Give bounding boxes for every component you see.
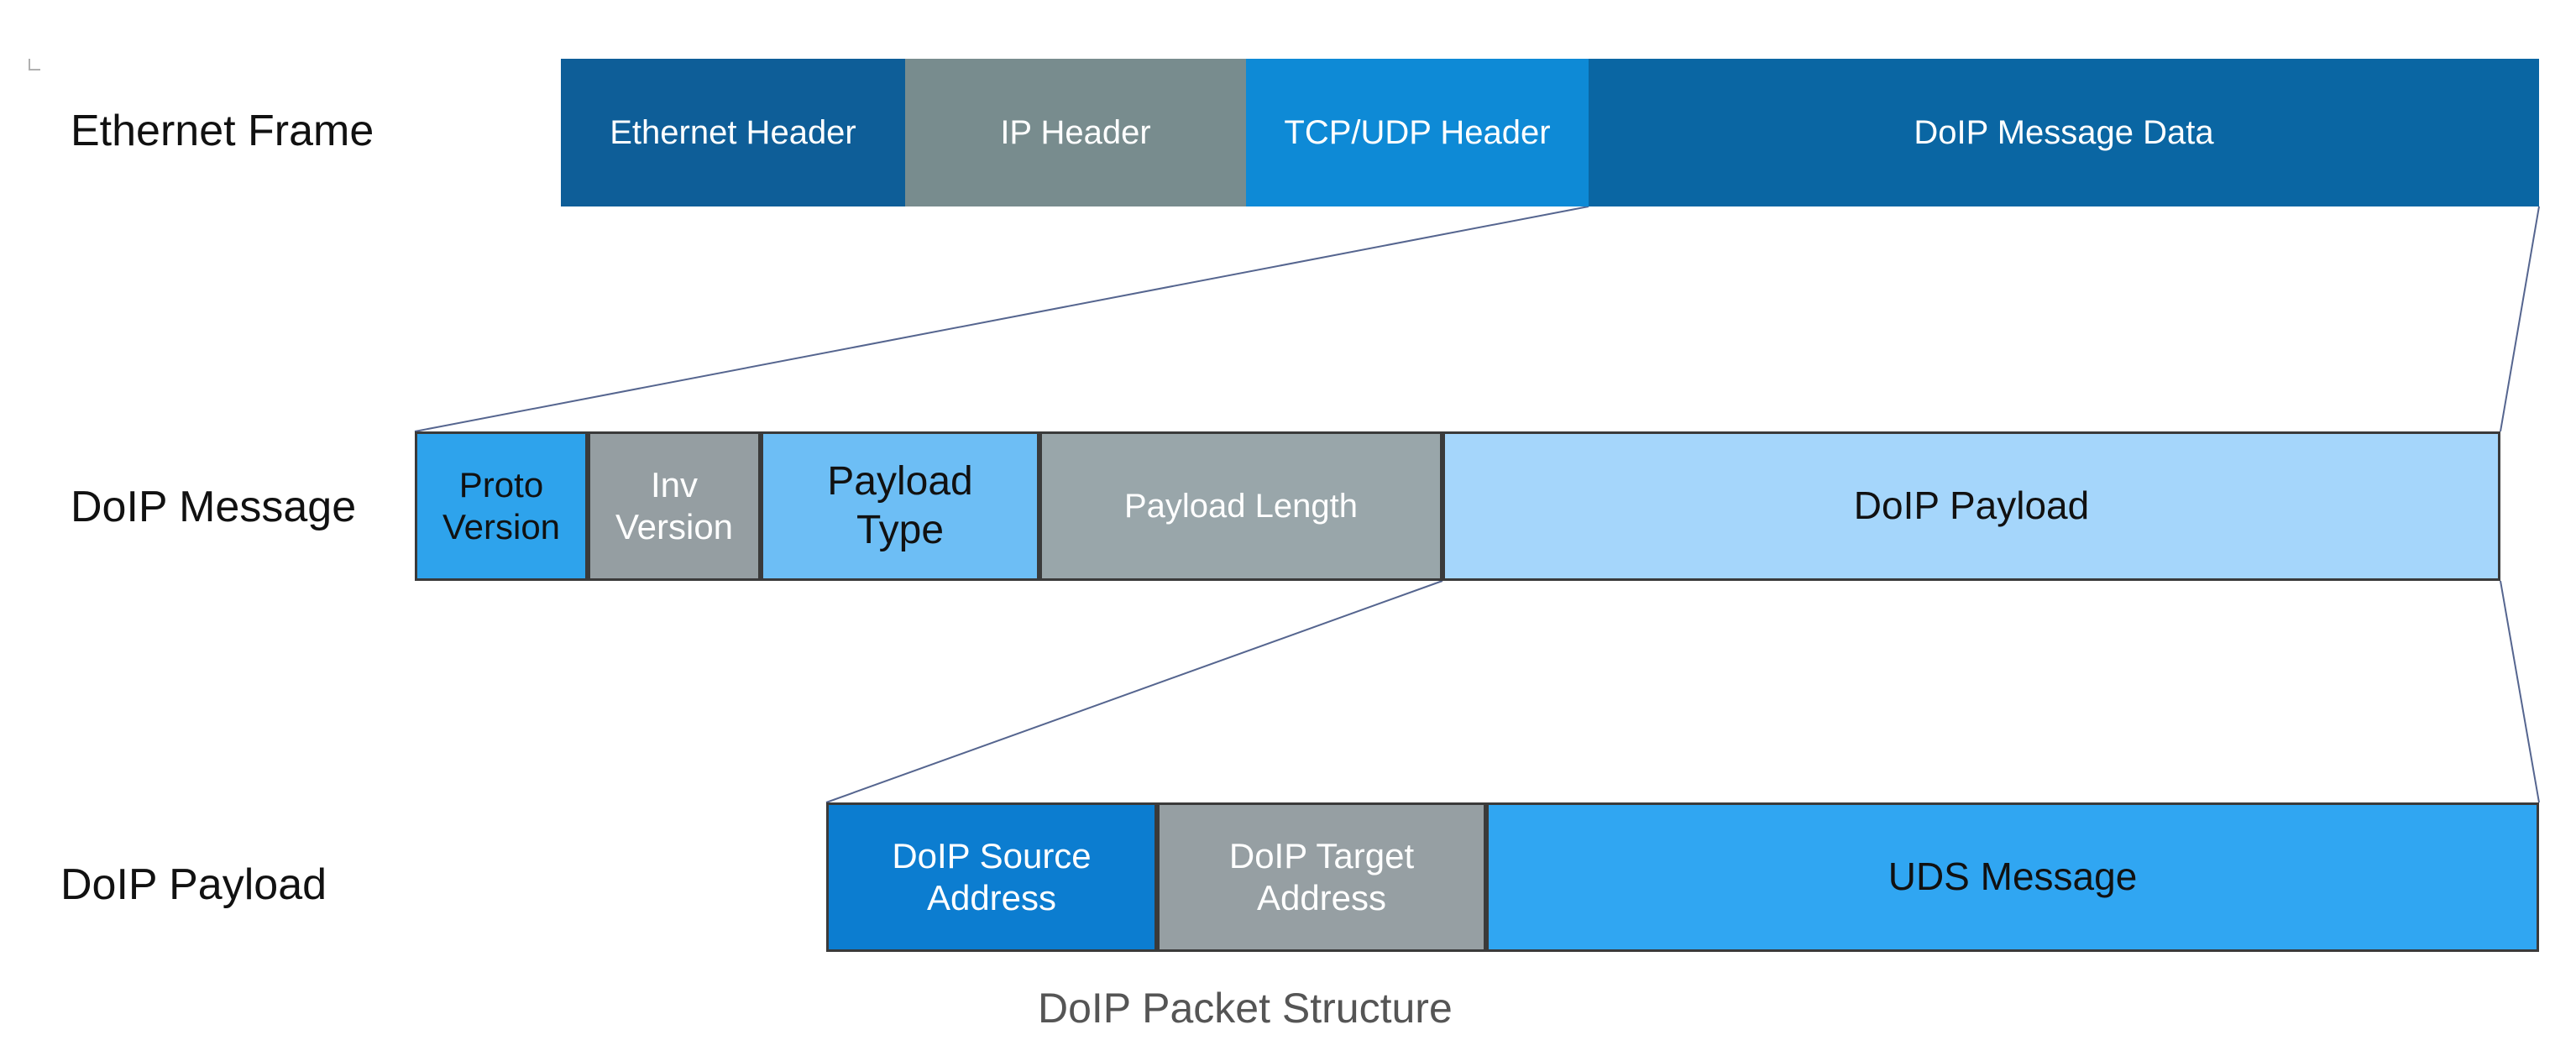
segment-doip-target-address: DoIP Target Address bbox=[1157, 802, 1486, 952]
segment-doip-source-address: DoIP Source Address bbox=[826, 802, 1157, 952]
connector-message-right bbox=[2500, 580, 2540, 803]
segment-ip-header: IP Header bbox=[905, 59, 1246, 206]
connector-frame-left bbox=[414, 206, 1589, 432]
corner-mark bbox=[29, 59, 40, 71]
row-label-doip-message: DoIP Message bbox=[71, 483, 357, 531]
segment-doip-message-data: DoIP Message Data bbox=[1589, 59, 2539, 206]
segment-tcp-udp-header: TCP/UDP Header bbox=[1246, 59, 1589, 206]
row-label-doip-payload: DoIP Payload bbox=[60, 860, 327, 909]
connector-frame-right bbox=[2500, 206, 2540, 432]
connector-message-left bbox=[825, 580, 1443, 803]
diagram-caption: DoIP Packet Structure bbox=[1038, 985, 1453, 1032]
row-label-ethernet-frame: Ethernet Frame bbox=[71, 107, 374, 155]
segment-ethernet-header: Ethernet Header bbox=[561, 59, 905, 206]
segment-inv-version: Inv Version bbox=[588, 431, 761, 581]
segment-payload-type: Payload Type bbox=[761, 431, 1039, 581]
segment-proto-version: Proto Version bbox=[415, 431, 588, 581]
segment-uds-message: UDS Message bbox=[1486, 802, 2539, 952]
segment-payload-length: Payload Length bbox=[1039, 431, 1442, 581]
segment-doip-payload: DoIP Payload bbox=[1442, 431, 2500, 581]
